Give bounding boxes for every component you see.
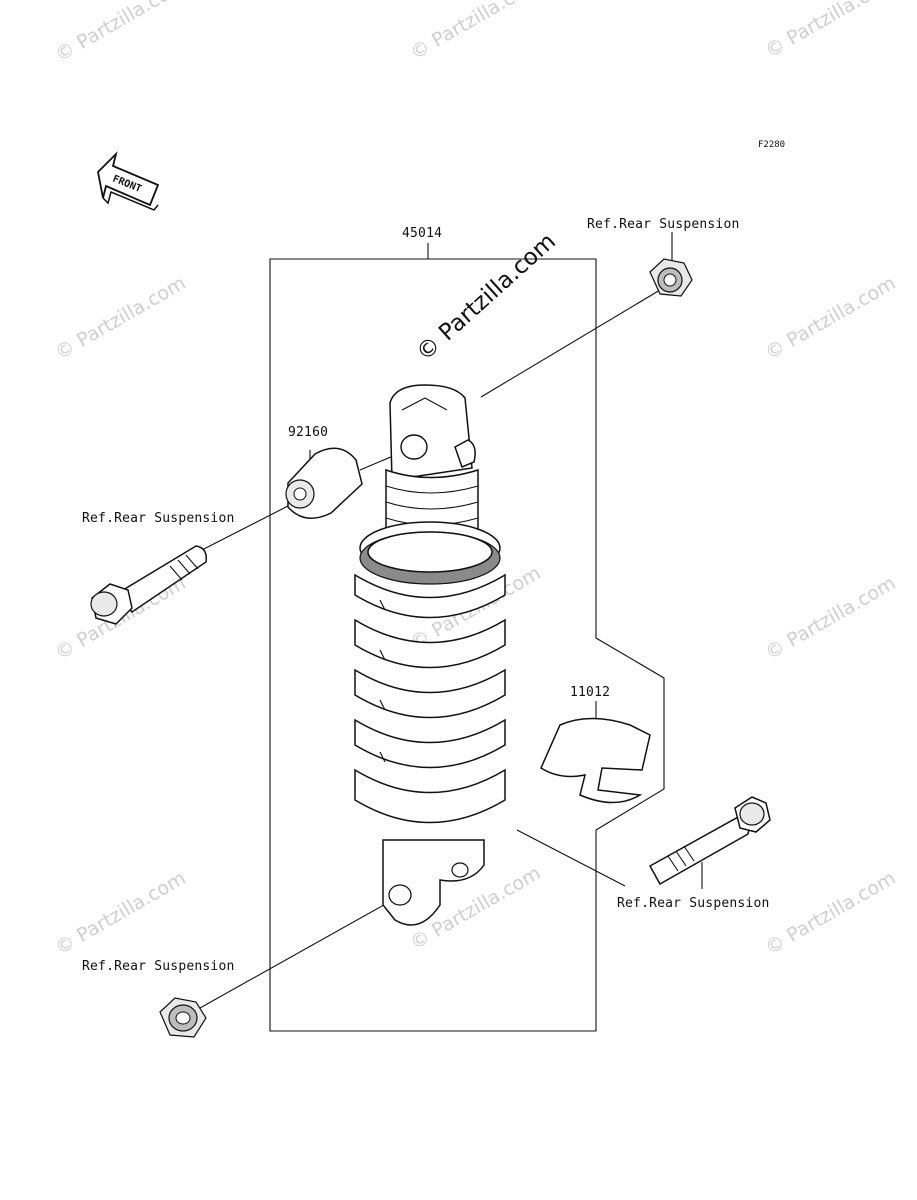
top-nut bbox=[649, 258, 693, 297]
right-bolt bbox=[648, 796, 771, 886]
part-number-11012: 11012 bbox=[570, 685, 610, 700]
coil-spring bbox=[354, 573, 506, 824]
watermark-main: © Partzilla.com bbox=[412, 228, 561, 366]
watermark: © Partzilla.com bbox=[52, 0, 190, 66]
watermark: © Partzilla.com bbox=[762, 0, 900, 62]
watermark: © Partzilla.com bbox=[407, 0, 545, 64]
ref-label-bottom-nut: Ref.Rear Suspension bbox=[82, 959, 235, 974]
bottom-nut bbox=[159, 997, 207, 1038]
collar-92160 bbox=[285, 447, 363, 519]
part-number-45014: 45014 bbox=[402, 226, 442, 241]
diagram-code: F2280 bbox=[758, 140, 785, 150]
watermark: © Partzilla.com bbox=[52, 272, 190, 364]
ref-label-top-nut: Ref.Rear Suspension bbox=[587, 217, 740, 232]
ref-label-right-bolt: Ref.Rear Suspension bbox=[617, 896, 770, 911]
left-bolt bbox=[90, 545, 208, 625]
watermark: © Partzilla.com bbox=[762, 867, 900, 959]
watermark: © Partzilla.com bbox=[762, 572, 900, 664]
clip-11012 bbox=[540, 717, 651, 804]
watermark: © Partzilla.com bbox=[52, 867, 190, 959]
part-number-92160: 92160 bbox=[288, 425, 328, 440]
ref-label-left-bolt: Ref.Rear Suspension bbox=[82, 511, 235, 526]
shock-absorber bbox=[354, 384, 506, 926]
assembly-bracket bbox=[269, 243, 665, 1032]
front-arrow-icon: FRONT bbox=[97, 151, 160, 211]
watermark: © Partzilla.com bbox=[762, 272, 900, 364]
